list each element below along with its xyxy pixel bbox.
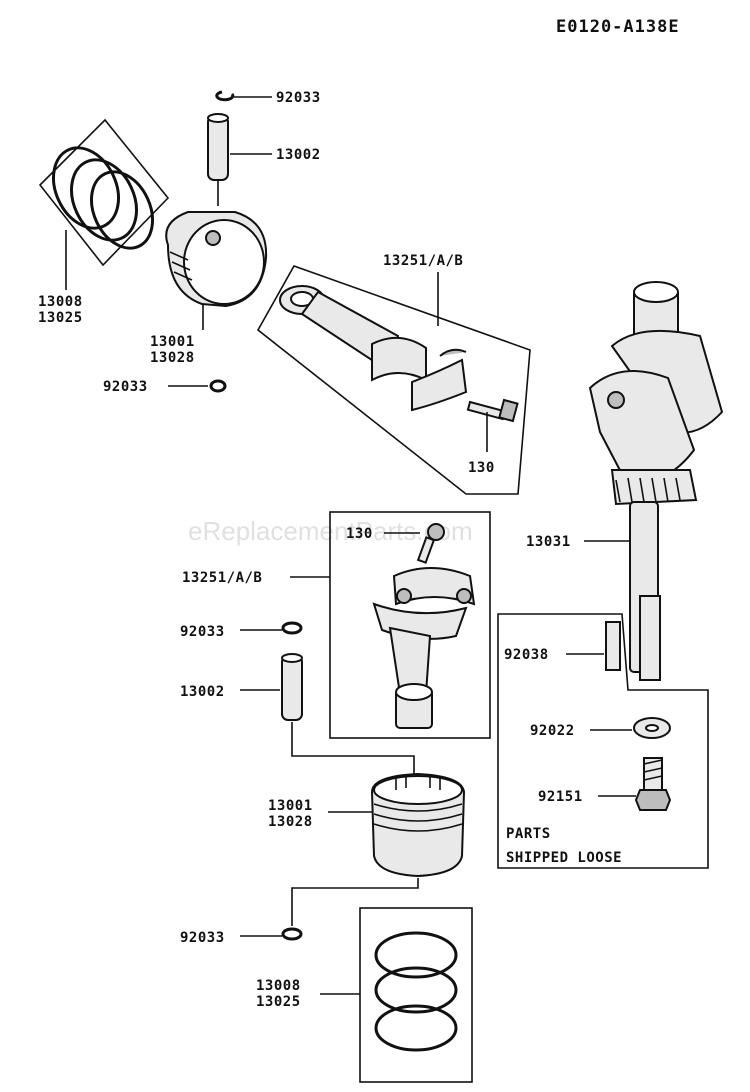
piston-rings-top-icon <box>52 146 154 250</box>
rod-mid-box <box>329 511 491 739</box>
callout-rod-top: 13251/A/B <box>383 253 463 269</box>
rings-bottom-box <box>359 907 473 1083</box>
callout-rings-top-2: 13025 <box>38 310 83 326</box>
callout-bolt-top: 130 <box>468 460 495 476</box>
retainer-lower-icon <box>281 621 303 635</box>
callout-rod-mid: 13251/A/B <box>182 570 262 586</box>
piston-top-icon <box>165 211 268 308</box>
rod-top-box <box>256 265 531 495</box>
bolt-mid-icon <box>416 523 445 564</box>
crankshaft-icon <box>588 281 724 681</box>
bolt-top-icon <box>466 398 519 423</box>
key-icon <box>605 621 621 671</box>
diagram-code: E0120-A138E <box>556 17 680 37</box>
callout-retainer-lower: 92033 <box>180 624 225 640</box>
callout-piston-lower-1: 13001 <box>268 798 313 814</box>
connecting-rod-top-icon <box>279 285 468 412</box>
callout-crankshaft: 13031 <box>526 534 571 550</box>
retainer-mid-icon <box>209 379 227 393</box>
crank-bolt-icon <box>634 757 672 811</box>
callout-pin-top: 13002 <box>276 147 321 163</box>
callout-retainer-bottom: 92033 <box>180 930 225 946</box>
callout-piston-lower-2: 13028 <box>268 814 313 830</box>
parts-note-line-1: PARTS <box>506 826 551 842</box>
washer-icon <box>633 717 671 739</box>
callout-pin-lower: 13002 <box>180 684 225 700</box>
callout-rings-top-1: 13008 <box>38 294 83 310</box>
callout-retainer-mid: 92033 <box>103 379 148 395</box>
callout-bolt-mid: 130 <box>346 526 373 542</box>
callout-rings-bottom-2: 13025 <box>256 994 301 1010</box>
callout-key: 92038 <box>504 647 549 663</box>
parts-note-line-2: SHIPPED LOOSE <box>506 850 622 866</box>
retainer-top-icon <box>215 90 235 102</box>
rings-top-box <box>38 118 170 267</box>
retainer-bottom-icon <box>281 927 303 941</box>
connecting-rod-mid-icon <box>372 567 476 729</box>
piston-lower-icon <box>370 772 466 878</box>
callout-washer: 92022 <box>530 723 575 739</box>
callout-piston-top-2: 13028 <box>150 350 195 366</box>
piston-pin-top-icon <box>207 113 229 181</box>
piston-rings-bottom-icon <box>374 931 458 1052</box>
callout-rings-bottom-1: 13008 <box>256 978 301 994</box>
callout-crank-bolt: 92151 <box>538 789 583 805</box>
parts-loose-box <box>497 613 709 869</box>
callout-retainer-top: 92033 <box>276 90 321 106</box>
piston-pin-lower-icon <box>281 653 303 721</box>
callout-piston-top-1: 13001 <box>150 334 195 350</box>
